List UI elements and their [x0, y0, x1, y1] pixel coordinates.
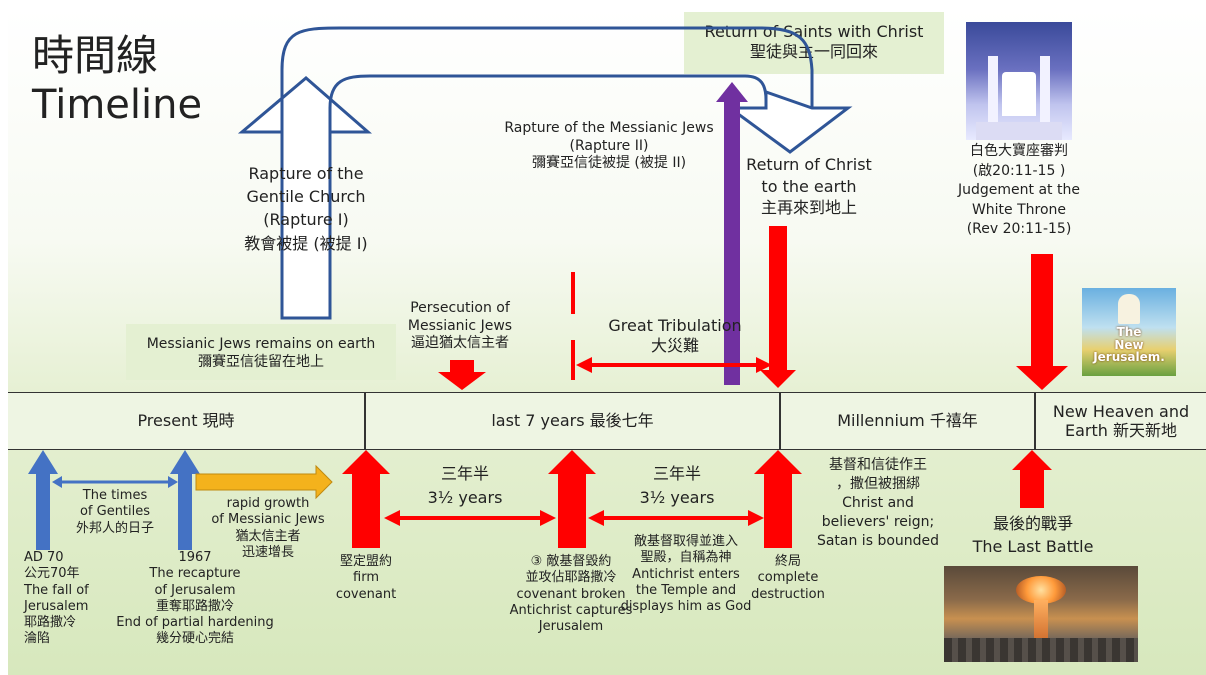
- return-saints-box: [684, 12, 944, 74]
- return-christ-red-head: [760, 370, 796, 388]
- rapid-growth-label: rapid growth of Messianic Jews 猶太信主者 迅速增…: [211, 496, 325, 560]
- half2-arrow-left: [588, 510, 604, 526]
- new-jerusalem-text: The New Jerusalem.: [1093, 325, 1165, 365]
- return-christ-red-shaft: [769, 226, 787, 370]
- white-throne-image: [966, 22, 1072, 140]
- covenant-red-arrow: [342, 450, 390, 548]
- period-new-heaven: New Heaven and Earth 新天新地: [1052, 401, 1190, 440]
- messianic-remain-label: Messianic Jews remains on earth 彌賽亞信徒留在地…: [146, 336, 376, 370]
- curved-path-outer: [280, 26, 814, 132]
- rapture2-label: Rapture of the Messianic Jews (Rapture I…: [504, 120, 714, 171]
- covenant-label: 堅定盟約 firm covenant: [335, 554, 397, 602]
- broken-red-arrow: [548, 450, 596, 548]
- title-zh: 時間線: [32, 31, 159, 80]
- great-trib-label: Great Tribulation 大災難: [608, 316, 742, 355]
- new-jerusalem-figure: [1118, 294, 1140, 324]
- half2-label: 三年半 3½ years: [639, 464, 715, 507]
- throne-steps: [976, 122, 1062, 140]
- persecution-red-arrow: [438, 360, 486, 390]
- ad70-label: AD 70 公元70年 The fall of Jerusalem 耶路撒冷 淪…: [24, 550, 89, 647]
- end-label: 終局 complete destruction: [751, 554, 825, 602]
- messianic-remain-box: [126, 324, 396, 380]
- divider-millennium: [1034, 392, 1036, 450]
- period-band: [8, 392, 1206, 450]
- rapture2-purple-head: [716, 82, 748, 102]
- last-battle-image: [944, 566, 1138, 662]
- great-trib-arrow-right: [756, 357, 772, 373]
- reign-label: 基督和信徒作王 ，撒但被捆綁 Christ and believers' rei…: [816, 457, 940, 549]
- y1967-blue-shaft: [178, 472, 192, 550]
- period-millennium: Millennium 千禧年: [837, 411, 978, 431]
- white-throne-label: 白色大寶座審判 (啟20:11-15 ) Judgement at the Wh…: [958, 143, 1080, 238]
- period-present: Present 現時: [137, 411, 235, 431]
- return-christ-arrowhead: [725, 89, 853, 154]
- throne-seat: [1002, 72, 1036, 116]
- half1-arrow-left: [384, 510, 400, 526]
- battle-red-arrow: [1012, 450, 1052, 508]
- temple-label: 敵基督取得並進入 聖殿，自稱為神 Antichrist enters the T…: [620, 534, 752, 614]
- ad70-blue-shaft: [36, 472, 50, 550]
- battle-label: 最後的戰爭 The Last Battle: [972, 514, 1094, 557]
- half1-arrow-right: [540, 510, 556, 526]
- divider-last7: [779, 392, 781, 450]
- gentiles-arrow-left: [52, 476, 62, 488]
- y1967-blue-head: [170, 450, 200, 474]
- gentiles-arrow-right: [168, 476, 178, 488]
- rapture2-purple-shaft: [724, 100, 740, 385]
- half2-arrow-right: [748, 510, 764, 526]
- white-throne-red-head: [1016, 366, 1068, 390]
- period-last7: last 7 years 最後七年: [491, 411, 654, 431]
- broken-label: ③ 敵基督毀約 並攻佔耶路撒冷 covenant broken Antichri…: [509, 554, 633, 634]
- new-jerusalem-image: The New Jerusalem.: [1082, 288, 1176, 376]
- y1967-label: 1967 The recapture of Jerusalem 重奪耶路撒冷 E…: [116, 550, 274, 647]
- white-throne-red-shaft: [1031, 254, 1053, 366]
- mushroom-cloud-cap: [1016, 576, 1066, 604]
- persecution-label: Persecution of Messianic Jews 逼迫猶太信主者: [407, 300, 513, 351]
- mushroom-cloud-stem: [1034, 600, 1048, 640]
- ad70-blue-head: [28, 450, 58, 474]
- return-christ-label: Return of Christ to the earth 主再來到地上: [746, 155, 872, 218]
- half1-label: 三年半 3½ years: [427, 464, 503, 507]
- city-skyline: [944, 638, 1138, 662]
- title-en: Timeline: [32, 82, 203, 128]
- end-red-arrow: [754, 450, 802, 548]
- gentiles-label: The times of Gentiles 外邦人的日子: [75, 488, 154, 536]
- throne-column-left: [988, 56, 998, 126]
- rapture1-label: Rapture of the Gentile Church (Rapture I…: [244, 164, 368, 253]
- throne-column-right: [1040, 56, 1050, 126]
- great-trib-arrow-left: [576, 357, 592, 373]
- rapture-outline-arrow: [237, 76, 373, 320]
- rapid-growth-orange-arrow: [195, 464, 333, 500]
- divider-present: [364, 392, 366, 450]
